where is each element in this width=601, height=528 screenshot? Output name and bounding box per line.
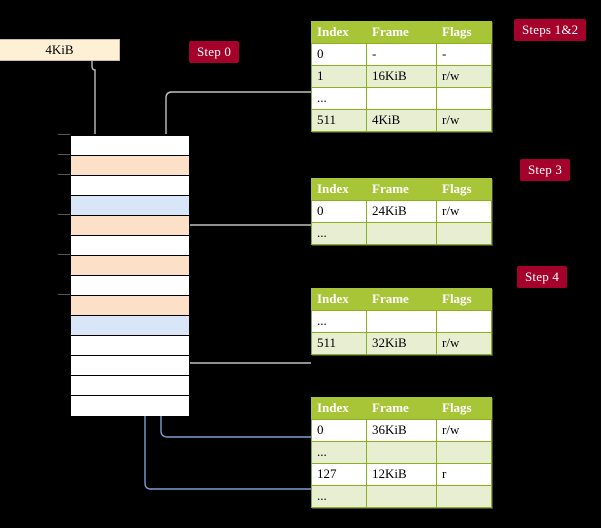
cell-flags: [436, 485, 492, 508]
memory-frame-row: [71, 196, 189, 216]
cell-frame: [366, 87, 437, 110]
physical-memory-column: [70, 134, 190, 416]
memory-frame-row: [71, 316, 189, 336]
memory-frame-row: [71, 356, 189, 376]
cell-frame: 4KiB: [366, 109, 437, 132]
cell-flags: [436, 222, 492, 245]
wire-step3: [178, 224, 311, 266]
table-header-frame: Frame: [366, 397, 437, 420]
memory-frame-row: [71, 396, 189, 416]
cell-flags: [436, 87, 492, 110]
cell-flags: r: [436, 463, 492, 486]
source-frame-box: 4KiB: [0, 39, 120, 61]
memory-tick-mark: [58, 214, 70, 215]
table-header-flags: Flags: [436, 397, 492, 420]
table-row: ...: [311, 441, 492, 464]
cell-index: ...: [311, 441, 367, 464]
cell-index: 511: [311, 332, 367, 355]
cell-frame: 12KiB: [366, 463, 437, 486]
cell-index: ...: [311, 310, 367, 333]
table-header-index: Index: [311, 21, 367, 44]
memory-tick-mark: [58, 134, 70, 135]
cell-frame: [366, 485, 437, 508]
table-header-frame: Frame: [366, 21, 437, 44]
table-header-index: Index: [311, 288, 367, 311]
cell-flags: r/w: [436, 65, 492, 88]
memory-frame-row: [71, 256, 189, 276]
cell-index: 511: [311, 109, 367, 132]
table-header-flags: Flags: [436, 288, 492, 311]
wire-step4: [172, 296, 311, 364]
source-frame-label: 4KiB: [45, 42, 74, 57]
cell-flags: -: [436, 43, 492, 66]
memory-tick-mark: [58, 294, 70, 295]
table-row: ...: [311, 485, 492, 508]
cell-frame: [366, 441, 437, 464]
cell-flags: r/w: [436, 200, 492, 223]
cell-flags: r/w: [436, 109, 492, 132]
cell-flags: r/w: [436, 332, 492, 355]
memory-frame-row: [71, 336, 189, 356]
badge-step-4: Step 4: [517, 266, 568, 288]
memory-tick-mark: [58, 174, 70, 175]
cell-frame: [366, 222, 437, 245]
cell-flags: r/w: [436, 419, 492, 442]
cell-index: 0: [311, 419, 367, 442]
table-header-index: Index: [311, 178, 367, 201]
cell-index: 0: [311, 200, 367, 223]
wire-step0: [91, 61, 102, 144]
table-row: ...: [311, 222, 492, 245]
cell-frame: -: [366, 43, 437, 66]
table-header-index: Index: [311, 397, 367, 420]
memory-tick-mark: [58, 254, 70, 255]
cell-frame: [366, 310, 437, 333]
table-header-frame: Frame: [366, 178, 437, 201]
memory-frame-row: [71, 236, 189, 256]
cell-index: 127: [311, 463, 367, 486]
cell-flags: [436, 310, 492, 333]
memory-frame-row: [71, 156, 189, 176]
table-header-frame: Frame: [366, 288, 437, 311]
table-row: ...: [311, 310, 492, 333]
memory-tick-mark: [58, 154, 70, 155]
cell-frame: 36KiB: [366, 419, 437, 442]
cell-flags: [436, 441, 492, 464]
cell-index: ...: [311, 222, 367, 245]
table-row: ...: [311, 87, 492, 110]
cell-index: ...: [311, 87, 367, 110]
memory-frame-row: [71, 176, 189, 196]
table-header-flags: Flags: [436, 178, 492, 201]
cell-frame: 16KiB: [366, 65, 437, 88]
table-header-flags: Flags: [436, 21, 492, 44]
memory-frame-row: [71, 276, 189, 296]
cell-index: 0: [311, 43, 367, 66]
cell-frame: 24KiB: [366, 200, 437, 223]
cell-index: ...: [311, 485, 367, 508]
badge-step-0: Step 0: [189, 41, 240, 63]
memory-frame-row: [71, 216, 189, 236]
badge-steps-1-and-2: Steps 1&2: [514, 19, 587, 41]
memory-frame-row: [71, 296, 189, 316]
table-row: 0--: [311, 43, 492, 66]
cell-frame: 32KiB: [366, 332, 437, 355]
badge-step-3: Step 3: [520, 159, 571, 181]
memory-frame-row: [71, 376, 189, 396]
cell-index: 1: [311, 65, 367, 88]
memory-frame-row: [71, 136, 189, 156]
